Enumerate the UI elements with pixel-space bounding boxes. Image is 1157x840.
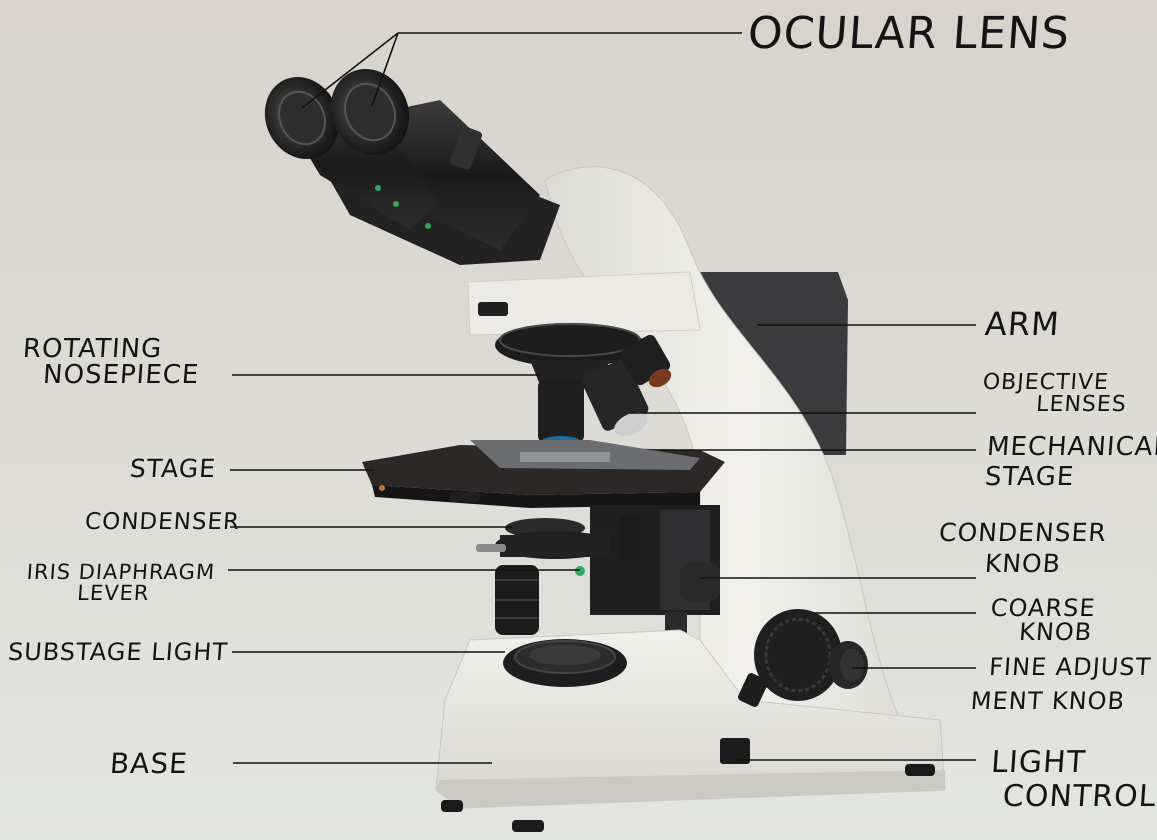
label-condenser: CONDENSER <box>84 511 241 534</box>
head-switch <box>478 302 508 316</box>
label-fine-adjustment-knob: FINE ADJUST MENT KNOB <box>970 655 1152 713</box>
label-coarse-knob: COARSE KNOB <box>988 596 1096 644</box>
label-light-control: LIGHT CONTROL <box>988 748 1157 812</box>
nosepiece-assembly <box>495 323 674 448</box>
condenser-lever <box>620 515 640 560</box>
label-objective-lenses: OBJECTIVE LENSES <box>980 372 1129 416</box>
label-iris-diaphragm-lever: IRIS DIAPHRAGM LEVER <box>25 562 216 604</box>
label-base: BASE <box>109 750 189 778</box>
label-rotating-nosepiece: ROTATING NOSEPIECE <box>20 336 202 388</box>
condenser-knob <box>680 563 720 601</box>
label-condenser-knob: CONDENSER KNOB <box>936 520 1108 576</box>
label-ocular-lens: OCULAR LENS <box>746 12 1071 56</box>
objective-lens-center <box>538 380 584 442</box>
eyepiece-assembly <box>252 56 560 265</box>
label-stage: STAGE <box>129 456 217 481</box>
label-arm: ARM <box>984 308 1061 340</box>
label-substage-light: SUBSTAGE LIGHT <box>7 640 229 664</box>
label-mechanical-stage: MECHANICAL STAGE <box>984 434 1157 490</box>
iris-diaphragm-lever <box>476 544 506 552</box>
